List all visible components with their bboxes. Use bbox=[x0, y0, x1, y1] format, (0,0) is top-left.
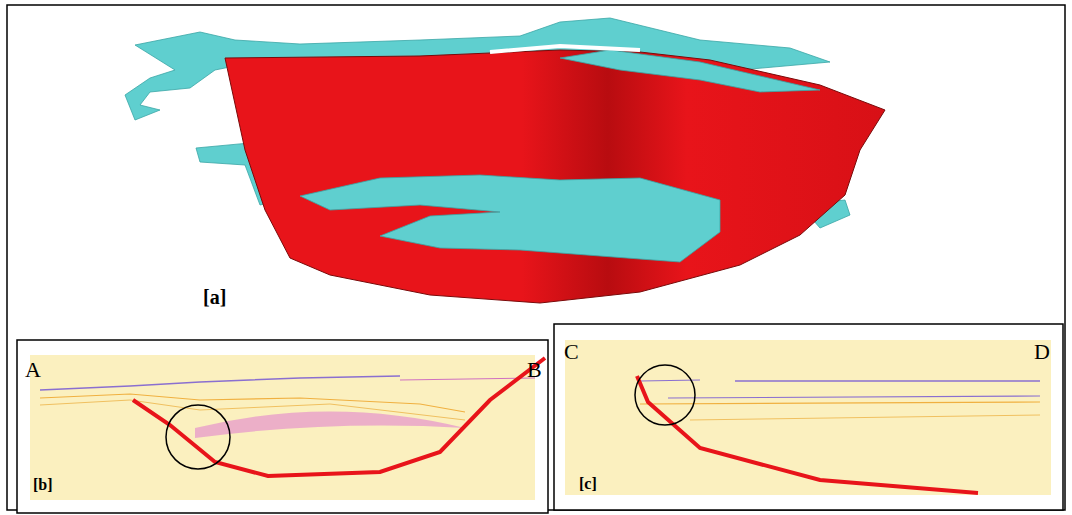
orange-horizon bbox=[640, 402, 1040, 404]
horizon-surface-front bbox=[300, 50, 820, 262]
highlight-circle bbox=[166, 405, 230, 469]
orange-horizon bbox=[40, 394, 465, 412]
purple-horizon bbox=[40, 376, 400, 390]
orange-horizon bbox=[690, 415, 1040, 420]
section-ground bbox=[30, 355, 535, 500]
point-label: A bbox=[25, 359, 41, 381]
panel-c-frame bbox=[554, 324, 1063, 510]
orange-horizon bbox=[40, 400, 465, 420]
point-label: D bbox=[1034, 341, 1050, 363]
panel-b-frame bbox=[17, 340, 548, 513]
fault-trace bbox=[637, 376, 978, 493]
section-ground bbox=[565, 340, 1051, 495]
panel-label: [b] bbox=[33, 477, 53, 493]
panel-label: [a] bbox=[203, 287, 226, 307]
fault-surface bbox=[225, 50, 885, 303]
panel-label: [c] bbox=[579, 476, 597, 492]
surface-gap bbox=[490, 46, 640, 52]
purple-horizon bbox=[735, 380, 1040, 382]
point-label: C bbox=[564, 341, 579, 363]
point-label: B bbox=[527, 359, 542, 381]
highlight-circle bbox=[635, 365, 695, 425]
fault-trace bbox=[133, 358, 545, 476]
purple-horizon bbox=[668, 396, 1040, 398]
